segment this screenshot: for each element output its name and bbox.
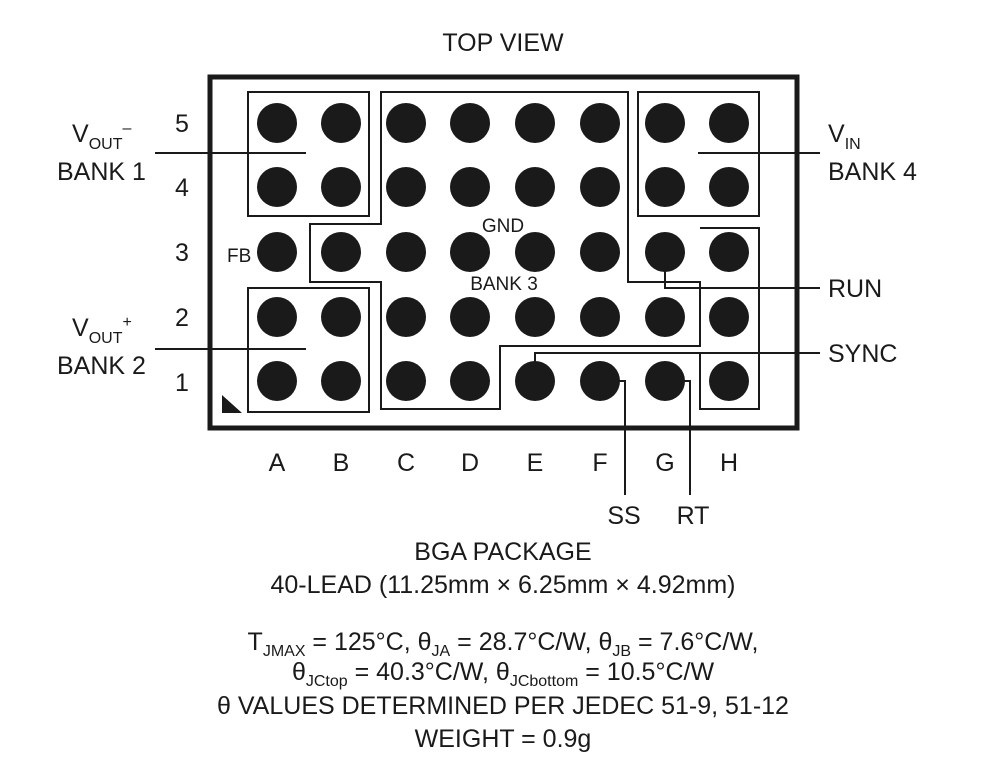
column-label-e: E: [527, 449, 544, 477]
thermal-jedec-note: θ VALUES DETERMINED PER JEDEC 51-9, 51-1…: [217, 692, 789, 720]
h-column-outline: [699, 227, 760, 410]
ball-a4: [257, 167, 297, 207]
column-label-c: C: [397, 449, 415, 477]
package-name: BGA PACKAGE: [414, 538, 591, 566]
leader-sync: [534, 352, 820, 368]
ball-e2: [515, 297, 555, 337]
ball-a3: [257, 232, 297, 272]
package-outline: [207, 74, 800, 431]
leader-ss: [600, 380, 626, 495]
ball-b4: [321, 167, 361, 207]
ball-f4: [580, 167, 620, 207]
ball-d3: [450, 232, 490, 272]
ball-g4: [645, 167, 685, 207]
diagram-title: TOP VIEW: [442, 29, 564, 57]
ball-e1: [515, 361, 555, 401]
ball-d4: [450, 167, 490, 207]
column-label-b: B: [333, 449, 350, 477]
column-label-g: G: [655, 449, 674, 477]
label-bank2: BANK 2: [57, 352, 146, 380]
label-sync: SYNC: [828, 340, 897, 368]
ball-f2: [580, 297, 620, 337]
label-bank4: BANK 4: [828, 158, 917, 186]
ball-g5: [645, 103, 685, 143]
label-bank1: BANK 1: [57, 158, 146, 186]
column-label-d: D: [461, 449, 479, 477]
ball-d2: [450, 297, 490, 337]
ball-g2: [645, 297, 685, 337]
label-ss: SS: [607, 502, 640, 530]
ball-c3: [386, 232, 426, 272]
row-label-5: 5: [175, 110, 189, 138]
ball-b1: [321, 361, 361, 401]
ball-c2: [386, 297, 426, 337]
column-label-a: A: [269, 449, 286, 477]
column-label-f: F: [592, 449, 607, 477]
ball-h4: [709, 167, 749, 207]
column-label-h: H: [720, 449, 738, 477]
ball-grid: [257, 103, 749, 401]
ball-h1: [709, 361, 749, 401]
bank3-gnd-outline: [309, 91, 701, 410]
label-vout-plus: VOUT+: [72, 314, 132, 347]
ball-e3: [515, 232, 555, 272]
label-vout-minus: VOUT–: [72, 120, 131, 153]
ball-h2: [709, 297, 749, 337]
ball-c1: [386, 361, 426, 401]
ball-d5: [450, 103, 490, 143]
ball-e5: [515, 103, 555, 143]
pin1-corner-marker: [222, 395, 242, 413]
thermal-line-1: TJMAX = 125°C, θJA = 28.7°C/W, θJB = 7.6…: [248, 628, 759, 660]
label-run: RUN: [828, 275, 882, 303]
ball-c4: [386, 167, 426, 207]
ball-e4: [515, 167, 555, 207]
ball-h3: [709, 232, 749, 272]
label-rt: RT: [677, 502, 710, 530]
ball-h5: [709, 103, 749, 143]
leader-run: [664, 252, 820, 289]
row-label-2: 2: [175, 304, 189, 332]
ball-d1: [450, 361, 490, 401]
label-vin: VIN: [828, 120, 861, 153]
label-bank3: BANK 3: [470, 274, 538, 295]
ball-b5: [321, 103, 361, 143]
label-fb: FB: [227, 246, 251, 267]
package-dimensions: 40-LEAD (11.25mm × 6.25mm × 4.92mm): [271, 571, 736, 599]
label-gnd: GND: [482, 216, 524, 237]
weight-note: WEIGHT = 0.9g: [415, 725, 592, 753]
ball-a1: [257, 361, 297, 401]
ball-b2: [321, 297, 361, 337]
ball-f3: [580, 232, 620, 272]
ball-b3: [321, 232, 361, 272]
leader-rt: [665, 380, 691, 495]
row-label-1: 1: [175, 369, 189, 397]
row-label-4: 4: [175, 174, 189, 202]
ball-f5: [580, 103, 620, 143]
row-label-3: 3: [175, 239, 189, 267]
ball-a5: [257, 103, 297, 143]
ball-c5: [386, 103, 426, 143]
thermal-line-2: θJCtop = 40.3°C/W, θJCbottom = 10.5°C/W: [292, 658, 714, 690]
ball-a2: [257, 297, 297, 337]
